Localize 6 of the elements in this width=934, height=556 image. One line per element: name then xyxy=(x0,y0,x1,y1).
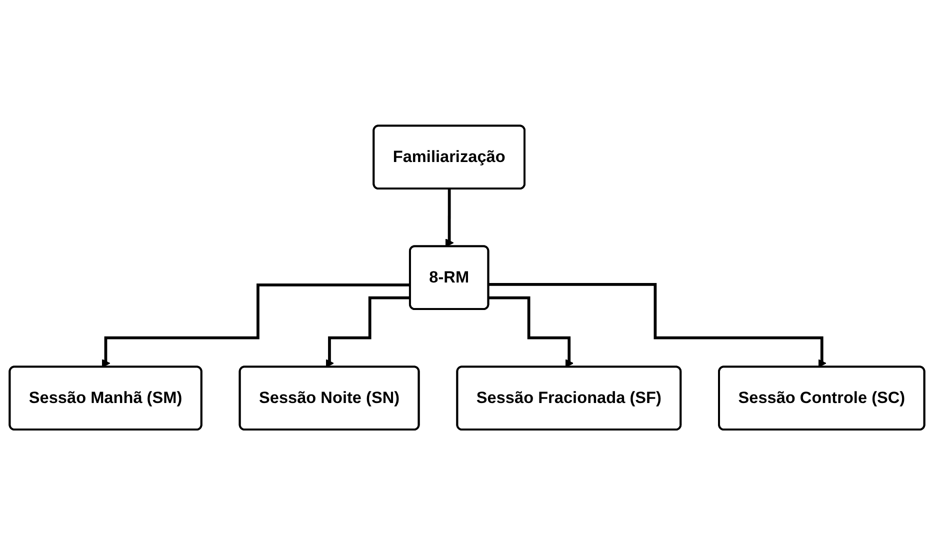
arrow xyxy=(488,283,826,368)
arrow xyxy=(325,296,410,368)
arrow xyxy=(488,296,574,368)
arrow xyxy=(102,284,410,368)
arrow xyxy=(445,188,454,248)
flowchart-drawing: Familiarização 8-RM Sessão Manhã (SM) Sessão Noite (SN) Sessão Fracionada (SF) Sessão Controle (SC) xyxy=(2,118,932,438)
